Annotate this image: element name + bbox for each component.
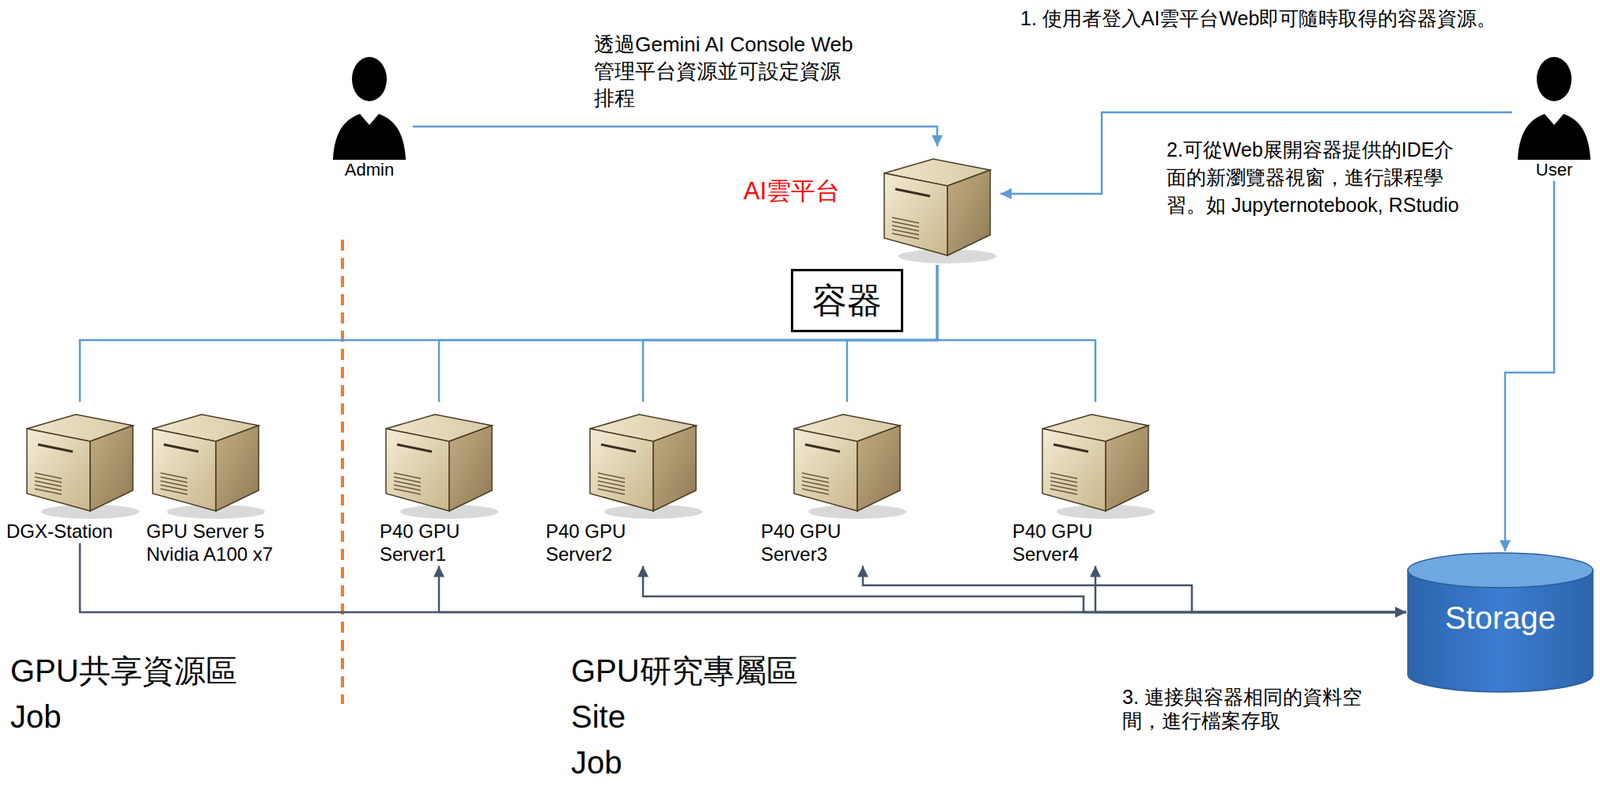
server-front bbox=[152, 428, 216, 511]
server-slot bbox=[1053, 444, 1089, 452]
zone-label: Job bbox=[571, 743, 623, 782]
connector bbox=[1505, 180, 1555, 552]
node-label: GPU Server 5 bbox=[146, 520, 305, 544]
server-front bbox=[1042, 428, 1106, 511]
server-side bbox=[90, 425, 133, 511]
zone-divider bbox=[340, 239, 345, 704]
note-text: 3. 連接與容器相同的資料空間，進行檔案存取 bbox=[1122, 684, 1400, 733]
connector bbox=[862, 566, 1407, 613]
server-icon bbox=[583, 401, 703, 521]
server-grill bbox=[801, 488, 829, 495]
server-slot bbox=[895, 189, 931, 197]
storage-cylinder: Storage bbox=[1406, 551, 1595, 694]
server-icon bbox=[20, 401, 140, 521]
connector bbox=[438, 566, 1407, 613]
server-slot bbox=[163, 444, 199, 452]
server-icon bbox=[379, 401, 499, 521]
container-box: 容器 bbox=[790, 268, 904, 333]
server-side bbox=[947, 170, 991, 256]
zone-label: GPU共享資源區 bbox=[10, 651, 238, 690]
zone-label: Job bbox=[10, 697, 62, 736]
server-front bbox=[385, 428, 450, 511]
server-icon bbox=[787, 401, 907, 521]
node-label: Nvidia A100 x7 bbox=[146, 543, 305, 567]
person-silhouette bbox=[329, 52, 409, 160]
node-label: P40 GPU Server3 bbox=[760, 520, 858, 567]
server-slot bbox=[397, 444, 432, 452]
server-front bbox=[794, 428, 858, 511]
server-front bbox=[884, 173, 948, 256]
server-side bbox=[857, 425, 901, 511]
node-label: P40 GPU Server2 bbox=[545, 520, 643, 567]
server-icon bbox=[146, 401, 265, 521]
server-side bbox=[1105, 425, 1149, 511]
cylinder-top bbox=[1407, 552, 1593, 588]
gpu-server: P40 GPU Server1 bbox=[379, 401, 515, 567]
person-icon: User bbox=[1512, 52, 1597, 181]
edge-label: 透過Gemini AI Console Web管理平台資源並可設定資源排程 bbox=[593, 31, 855, 112]
server-grill bbox=[1050, 488, 1078, 495]
server-side bbox=[215, 425, 259, 511]
node-label: Admin bbox=[325, 159, 413, 181]
gpu-server: P40 GPU Server3 bbox=[760, 401, 912, 567]
server-grill bbox=[34, 488, 62, 495]
person-silhouette bbox=[1514, 52, 1594, 160]
node-label: 容器 bbox=[812, 277, 882, 325]
server-front bbox=[590, 428, 654, 511]
person-icon: Admin bbox=[325, 52, 413, 181]
server-grill bbox=[393, 488, 421, 495]
gpu-server: P40 GPU Server2 bbox=[545, 401, 704, 567]
edge-label: 2.可從Web展開容器提供的IDE介面的新瀏覽器視窗，進行課程學習。如 Jupy… bbox=[1166, 136, 1460, 220]
server-icon bbox=[877, 146, 997, 265]
gpu-server: P40 GPU Server4 bbox=[1012, 401, 1171, 567]
note-text: 1. 使用者登入AI雲平台Web即可隨時取得的容器資源。 bbox=[1020, 6, 1597, 31]
cloud-platform-server: AI雲平台 bbox=[743, 146, 1001, 265]
server-side bbox=[449, 425, 492, 511]
node-label: P40 GPU Server1 bbox=[379, 520, 477, 567]
server-grill bbox=[892, 233, 920, 239]
server-icon bbox=[1036, 401, 1155, 521]
node-label: P40 GPU Server4 bbox=[1012, 520, 1109, 567]
connector bbox=[643, 566, 1407, 613]
server-slot bbox=[805, 444, 840, 452]
person-body bbox=[332, 113, 406, 160]
zone-label: GPU研究專屬區 bbox=[571, 651, 799, 690]
zone-label: Site bbox=[571, 697, 626, 736]
server-front bbox=[26, 428, 91, 511]
connector bbox=[79, 543, 1407, 613]
server-slot bbox=[37, 444, 73, 452]
server-grill bbox=[597, 488, 625, 495]
gpu-server: DGX-Station bbox=[6, 401, 146, 544]
server-grill bbox=[160, 488, 188, 495]
person-body bbox=[1517, 113, 1591, 160]
node-label: Storage bbox=[1406, 551, 1595, 636]
gpu-server: GPU Server 5Nvidia A100 x7 bbox=[146, 401, 305, 567]
connector bbox=[412, 126, 938, 147]
connector bbox=[438, 264, 938, 402]
node-label: DGX-Station bbox=[6, 520, 146, 544]
person-head bbox=[1536, 56, 1572, 102]
connector bbox=[937, 264, 1096, 402]
server-side bbox=[653, 425, 696, 511]
node-label: User bbox=[1512, 159, 1597, 181]
node-label: AI雲平台 bbox=[743, 174, 840, 209]
connector bbox=[1095, 566, 1407, 613]
connector bbox=[79, 264, 938, 402]
server-slot bbox=[601, 444, 636, 452]
connector bbox=[643, 264, 938, 402]
person-head bbox=[351, 56, 387, 102]
